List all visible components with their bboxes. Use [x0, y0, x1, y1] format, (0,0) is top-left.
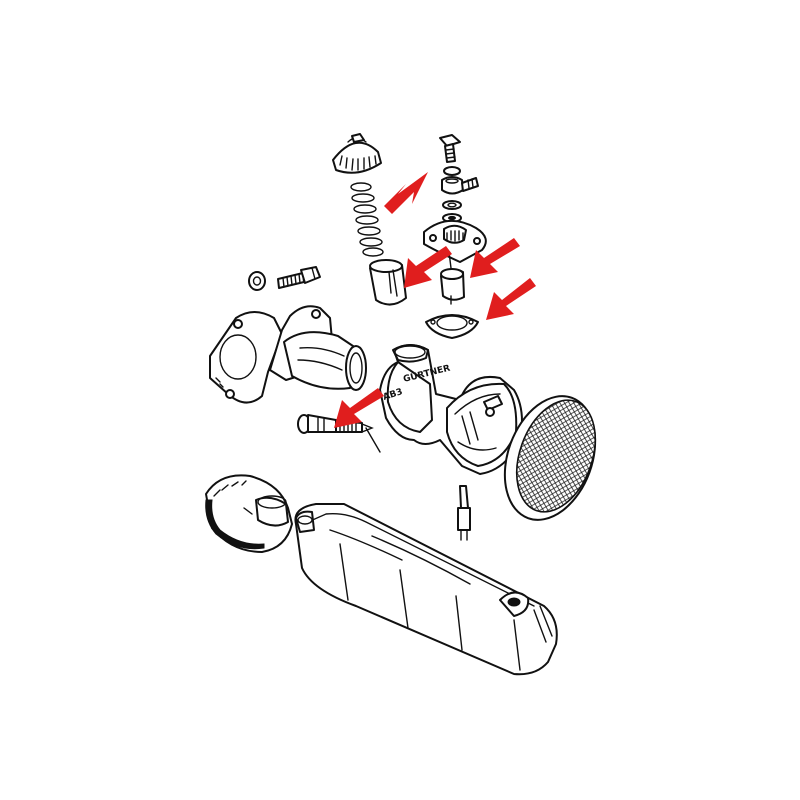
- fuel-inlet-banjo: [439, 134, 479, 223]
- main-jet: [457, 485, 471, 541]
- return-spring: [350, 182, 384, 257]
- tank-cap: [205, 474, 293, 553]
- arrow-slide-valve: [404, 246, 452, 288]
- knurled-cap: [332, 133, 382, 174]
- float: [440, 268, 465, 305]
- bowl-gasket: [425, 314, 479, 339]
- air-filter: [503, 395, 597, 521]
- inlet-manifold: [209, 305, 367, 404]
- washer-and-bolt: [248, 266, 321, 291]
- arrow-float: [470, 238, 520, 278]
- arrow-spring: [384, 172, 428, 214]
- carburetor-body: AB3 GURTNER: [379, 344, 523, 475]
- slide-valve: [369, 259, 407, 306]
- arrow-idle-screw: [334, 388, 384, 428]
- fuel-tank: [294, 503, 558, 676]
- arrow-gasket: [486, 278, 536, 320]
